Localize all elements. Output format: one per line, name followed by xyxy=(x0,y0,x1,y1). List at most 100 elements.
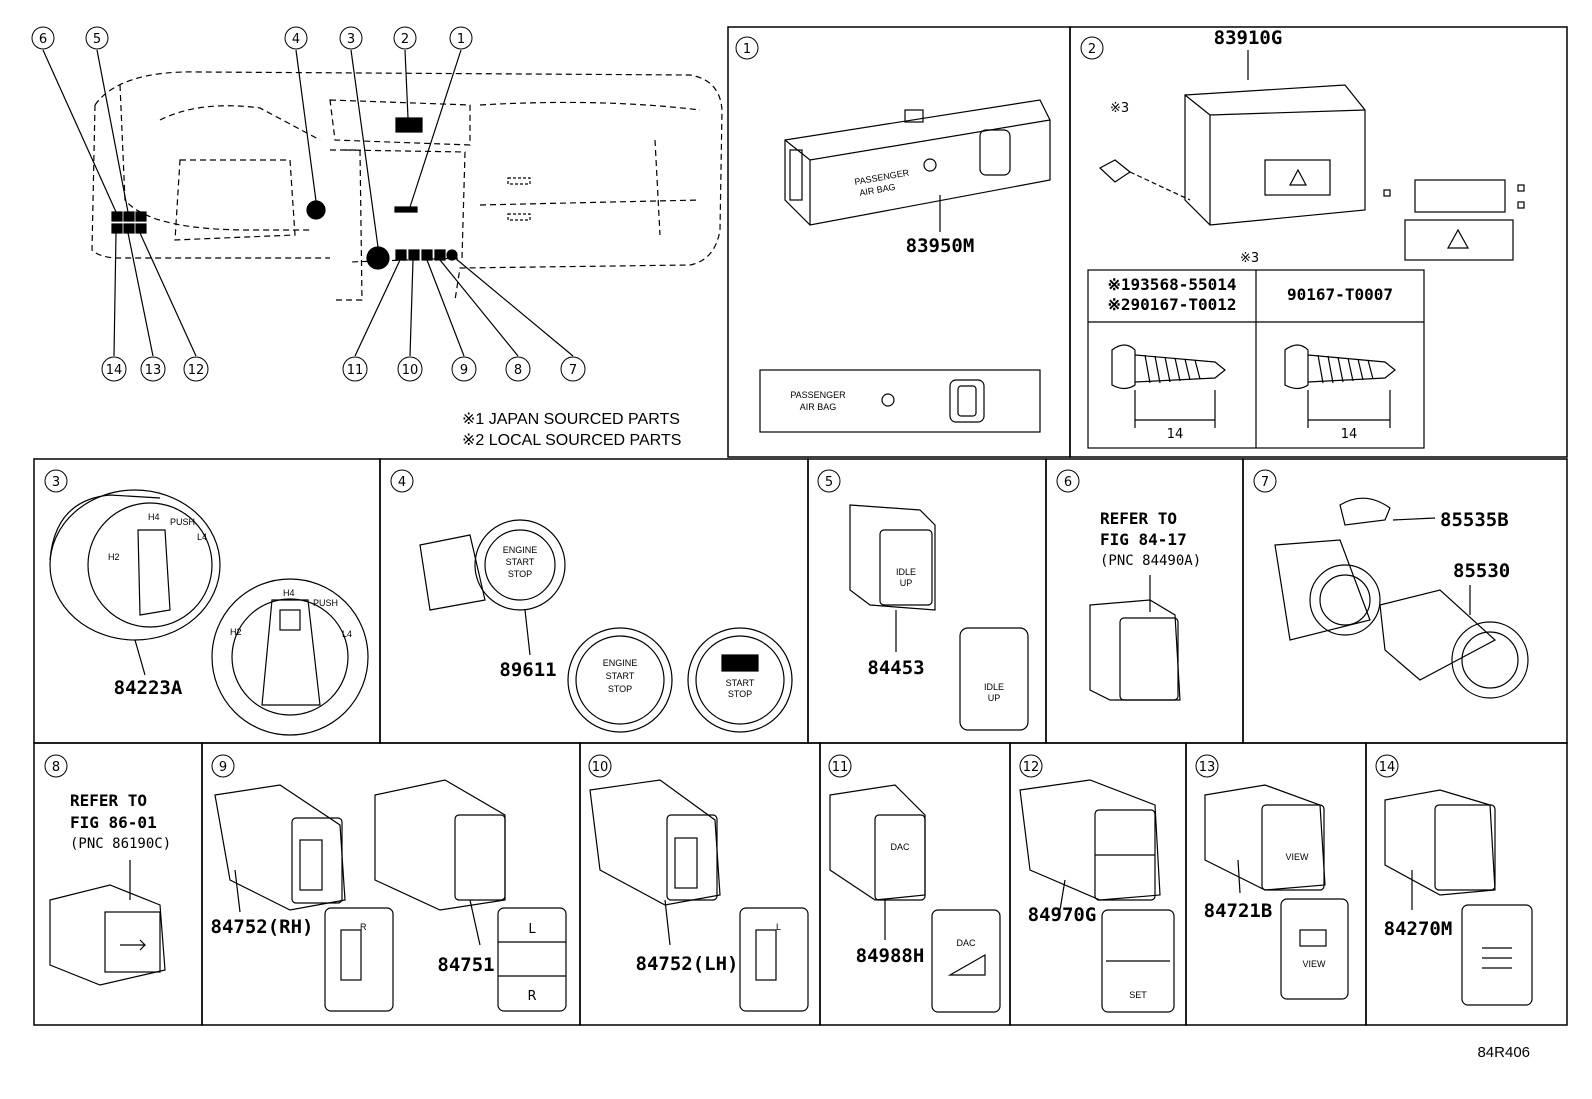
svg-text:START: START xyxy=(606,671,635,681)
hazard-switch-mark xyxy=(395,117,423,133)
note-local: ※2 LOCAL SOURCED PARTS xyxy=(462,432,681,449)
panel-7-number: 7 xyxy=(1261,475,1269,490)
svg-text:UP: UP xyxy=(900,578,913,588)
panel-frames xyxy=(33,26,1568,1026)
part-84970G: 84970G xyxy=(1028,904,1097,926)
panel-12-number: 12 xyxy=(1023,760,1040,775)
svg-text:VIEW: VIEW xyxy=(1285,852,1309,862)
panel-9-number: 9 xyxy=(219,760,227,775)
part-85535B: 85535B xyxy=(1440,509,1509,531)
svg-text:REFER TO: REFER TO xyxy=(1100,509,1177,528)
part-83910G: 83910G xyxy=(1214,27,1283,49)
panel-2-hazard-switch: 83910G ※3 ※3 ※193568-55014 ※290167-T0012… xyxy=(1087,27,1525,449)
part-84223A: 84223A xyxy=(114,677,183,699)
svg-text:AIR BAG: AIR BAG xyxy=(800,402,837,412)
panel-8-usb-port: REFER TO FIG 86-01 (PNC 86190C) xyxy=(49,791,171,986)
panel-14-number: 14 xyxy=(1379,760,1396,775)
callout-9: 9 xyxy=(460,363,468,378)
svg-text:L: L xyxy=(776,922,781,932)
svg-text:※193568-55014: ※193568-55014 xyxy=(1108,275,1237,294)
svg-text:H2: H2 xyxy=(108,552,120,562)
panel-3-number: 3 xyxy=(52,475,60,490)
panel-4-start-button: ENGINE START STOP 89611 ENGINE START STO… xyxy=(419,519,793,733)
svg-text:※3: ※3 xyxy=(1110,101,1129,116)
figure-id: 84R406 xyxy=(1477,1044,1530,1061)
panel-14-defogger-switch: 84270M xyxy=(1384,789,1533,1006)
dashboard-outline xyxy=(94,71,723,301)
part-84453: 84453 xyxy=(867,657,924,679)
svg-text:H4: H4 xyxy=(283,588,295,598)
svg-text:DAC: DAC xyxy=(890,842,910,852)
callout-8: 8 xyxy=(514,363,522,378)
part-83950M: 83950M xyxy=(906,235,975,257)
panel-7-power-outlet: 85535B 85530 xyxy=(1274,497,1529,699)
svg-text:REFER TO: REFER TO xyxy=(70,791,147,810)
panel-5-number: 5 xyxy=(825,475,833,490)
svg-text:R: R xyxy=(360,922,367,932)
panel-6-number: 6 xyxy=(1064,475,1072,490)
svg-text:VIEW: VIEW xyxy=(1302,959,1326,969)
svg-text:14: 14 xyxy=(1167,427,1184,442)
svg-text:90167-T0007: 90167-T0007 xyxy=(1287,285,1393,304)
svg-text:START: START xyxy=(726,678,755,688)
callout-11: 11 xyxy=(347,363,364,378)
svg-text:ENGINE: ENGINE xyxy=(503,545,538,555)
panel-10-seat-heater-lh: 84752(LH) L xyxy=(589,779,809,1012)
callout-6: 6 xyxy=(39,32,47,47)
svg-text:IDLE: IDLE xyxy=(984,682,1004,692)
svg-text:IDLE: IDLE xyxy=(896,567,916,577)
callout-10: 10 xyxy=(402,363,419,378)
part-84751: 84751 xyxy=(437,954,494,976)
callout-13: 13 xyxy=(145,363,162,378)
part-89611: 89611 xyxy=(499,659,556,681)
callout-4: 4 xyxy=(292,32,300,47)
callout-5: 5 xyxy=(93,32,101,47)
svg-text:R: R xyxy=(527,989,536,1004)
panel-3-4wd-dial: H2 H4 PUSH L4 84223A H2 H4 PUSH L4 xyxy=(49,489,369,736)
svg-text:L4: L4 xyxy=(197,532,207,542)
svg-text:ENGINE: ENGINE xyxy=(603,658,638,668)
svg-text:※3: ※3 xyxy=(1240,251,1259,266)
overview-callouts: 6 5 4 3 2 1 14 13 12 11 10 9 8 7 xyxy=(31,26,586,382)
callout-7: 7 xyxy=(569,363,577,378)
svg-text:H2: H2 xyxy=(230,627,242,637)
svg-text:UP: UP xyxy=(988,693,1001,703)
svg-text:DAC: DAC xyxy=(956,938,976,948)
panel-13-view-switch: VIEW 84721B VIEW xyxy=(1204,784,1349,1000)
panel-1-number: 1 xyxy=(743,42,751,57)
part-84721B: 84721B xyxy=(1204,900,1273,922)
panel-11-dac-switch: DAC 84988H DAC xyxy=(829,784,1001,1013)
part-84270M: 84270M xyxy=(1384,918,1453,940)
panel-4-number: 4 xyxy=(398,475,406,490)
svg-text:FIG 84-17: FIG 84-17 xyxy=(1100,530,1187,549)
dial-switch-mark xyxy=(366,246,390,270)
svg-text:START: START xyxy=(506,557,535,567)
svg-text:SET: SET xyxy=(1129,990,1147,1000)
svg-text:※290167-T0012: ※290167-T0012 xyxy=(1108,295,1237,314)
panel-13-number: 13 xyxy=(1199,760,1216,775)
svg-text:(PNC 84490A): (PNC 84490A) xyxy=(1100,553,1201,569)
part-84752-LH: 84752(LH) xyxy=(636,953,739,975)
svg-text:PUSH: PUSH xyxy=(313,598,338,608)
svg-text:FIG 86-01: FIG 86-01 xyxy=(70,813,157,832)
svg-text:L: L xyxy=(528,922,536,937)
panel-10-number: 10 xyxy=(592,760,609,775)
note-japan: ※1 JAPAN SOURCED PARTS xyxy=(462,411,680,428)
svg-text:H4: H4 xyxy=(148,512,160,522)
panel-5-idle-up-switch: IDLE UP 84453 IDLE UP xyxy=(849,504,1029,731)
panel-11-number: 11 xyxy=(832,760,849,775)
panel-6-parking-sensor: REFER TO FIG 84-17 (PNC 84490A) xyxy=(1089,509,1201,701)
callout-3: 3 xyxy=(347,32,355,47)
part-84988H: 84988H xyxy=(856,945,925,967)
panel-2-number: 2 xyxy=(1088,42,1096,57)
svg-text:PUSH: PUSH xyxy=(170,517,195,527)
panel-1-airbag-switch: PASSENGER AIR BAG 83950M PASSENGER AIR B… xyxy=(759,99,1051,433)
svg-text:PASSENGER: PASSENGER xyxy=(790,390,846,400)
svg-text:STOP: STOP xyxy=(508,569,532,579)
svg-text:14: 14 xyxy=(1341,427,1358,442)
svg-text:L4: L4 xyxy=(342,629,352,639)
start-button-mark xyxy=(306,200,326,220)
panel-12-crawl-switch: 84970G SET xyxy=(1019,779,1175,1013)
svg-text:STOP: STOP xyxy=(608,684,632,694)
